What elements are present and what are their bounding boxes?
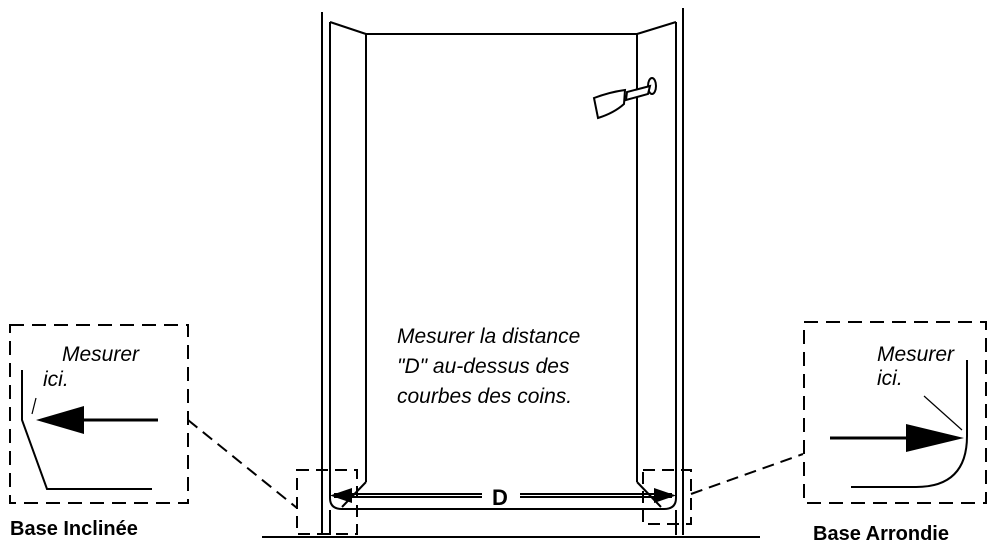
center-note-line1: Mesurer la distance (397, 325, 580, 348)
right-note-line2: ici. (877, 367, 903, 390)
right-note-line1: Mesurer (877, 343, 955, 366)
left-caption: Base Inclinée (10, 518, 138, 540)
arrow-right-icon (830, 424, 964, 452)
right-pointer-line (923, 395, 963, 431)
center-note-line3: courbes des coins. (397, 385, 572, 408)
left-detail-box (9, 324, 189, 504)
dimension-arrow-icon (330, 488, 676, 503)
shower-enclosure (321, 8, 684, 535)
left-leader-line (187, 419, 298, 509)
right-detail-box (803, 321, 987, 504)
left-note-line1: Mesurer (62, 343, 140, 366)
right-detail: Mesurer ici. (803, 321, 987, 504)
left-detail: Mesurer ici. (9, 324, 189, 504)
right-leader-line (690, 453, 804, 495)
arrow-left-icon (36, 406, 158, 434)
center-note-line2: "D" au-dessus des (397, 355, 570, 378)
left-corner-callout (296, 469, 358, 535)
sloped-base-profile (21, 370, 152, 490)
rounded-base-profile (851, 360, 968, 488)
right-caption: Base Arrondie (813, 523, 949, 545)
left-note-line2: ici. (43, 368, 69, 391)
shower-head-icon (592, 77, 657, 120)
dimension-label: D (492, 485, 508, 510)
right-corner-callout (642, 469, 692, 525)
left-pointer-line (31, 397, 37, 415)
